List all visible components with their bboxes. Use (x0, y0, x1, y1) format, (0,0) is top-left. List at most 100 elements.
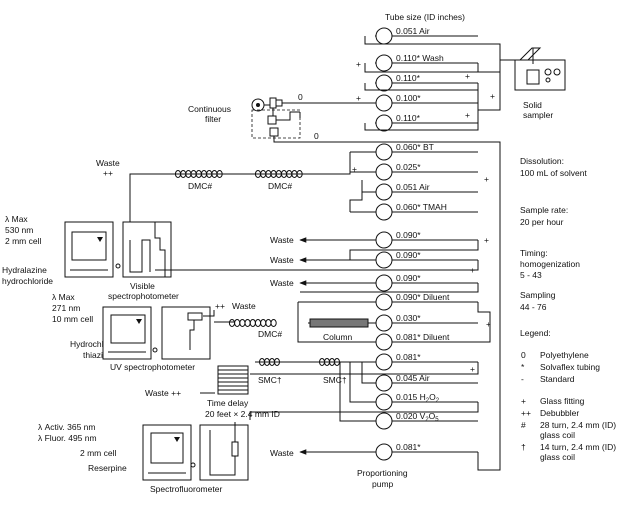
coil-turn (254, 319, 262, 327)
plus-mark: + (470, 364, 475, 374)
sampling-manifold (300, 36, 515, 131)
waste-fluor-label: Waste ++ (145, 388, 181, 398)
legend-symbol: ++ (521, 408, 531, 418)
coil-turn (239, 319, 246, 327)
tube-label: 0.081* (396, 442, 421, 452)
legend-text: glass coil (540, 452, 575, 462)
dmc-coil-2 (254, 170, 303, 178)
tube-label: 0.025* (396, 162, 421, 172)
tube-label: 0.051 Air (396, 182, 430, 192)
waste-1-label: Waste (270, 235, 294, 245)
dissolution-info: Dissolution:100 mL of solvent (520, 156, 587, 178)
smc-coil-2-label: SMC† (323, 375, 347, 385)
tube-label: 0.090* Diluent (396, 292, 450, 302)
tube-size-header: Tube size (ID inches) (385, 12, 465, 22)
legend-symbol: * (521, 362, 525, 372)
legend-symbol: † (521, 442, 526, 452)
legend-symbol: # (521, 420, 526, 430)
pump-tube-circle (375, 251, 393, 269)
plus-mark: + (352, 164, 357, 174)
sample-rate-info: Sample rate:20 per hour (520, 205, 568, 227)
waste-top-label: Waste (96, 158, 120, 168)
main-stream: Waste ++ DMC# DMC# (96, 151, 375, 240)
pump-tube-circle (375, 293, 393, 311)
legend-text: 28 turn, 2.4 mm (ID) (540, 420, 616, 430)
legend-symbol: + (521, 396, 526, 406)
pump-tube-circle (375, 353, 393, 371)
pump-tube-circle (375, 163, 393, 181)
plus-mark: + (356, 93, 361, 103)
tube-label: 0.100* (396, 93, 421, 103)
tube-label: 0.081* Diluent (396, 332, 450, 342)
debubbler-uv-symbol: ++ (215, 301, 225, 311)
tube-label: 0.020 V2O5 (396, 411, 439, 423)
tube-label: 0.060* TMAH (396, 202, 447, 212)
pump-tube-circle (375, 443, 393, 461)
pump-tube-circle (375, 94, 393, 112)
plus-mark: + (490, 91, 495, 101)
plus-mark: + (486, 319, 491, 329)
pump-tube-circle (375, 231, 393, 249)
dmc-coil-3 (228, 319, 277, 327)
waste-uv-label: Waste (232, 301, 256, 311)
info-column: Dissolution:100 mL of solvent Sample rat… (520, 156, 616, 462)
tube-label: 0.110* (396, 73, 421, 83)
pump-tube-circle (375, 274, 393, 292)
pump-tube-circle (375, 183, 393, 201)
tube-label: 0.090* (396, 250, 421, 260)
uv-spectro-label: UV spectrophotometer (110, 362, 195, 372)
waste-2-label: Waste (270, 255, 294, 265)
plus-mark: + (484, 174, 489, 184)
pump-tube-circle (375, 203, 393, 221)
tube-code-zero-1: 0 (298, 92, 303, 102)
legend-text: Glass fitting (540, 396, 585, 406)
column (309, 318, 369, 328)
dmc-coil-1-label: DMC# (188, 181, 212, 191)
reserpine-drug: Reserpine (88, 463, 127, 473)
dmc-coil-3-label: DMC# (258, 329, 282, 339)
legend-text: 14 turn, 2.4 mm (ID) (540, 442, 616, 452)
glass-fittings: + + + + + + + + + + + (352, 59, 495, 374)
pump-tube-circle (375, 54, 393, 72)
tube-label: 0.045 Air (396, 373, 430, 383)
dmc-coil-1 (174, 170, 223, 178)
coil-turn (270, 319, 277, 327)
tube-label: 0.051 Air (396, 26, 430, 36)
legend-symbol: - (521, 374, 524, 384)
plus-mark: + (465, 110, 470, 120)
pump-tube-circle (375, 74, 393, 92)
tube-label: 0.060* BT (396, 142, 434, 152)
coil-turn (260, 319, 267, 327)
legend-text: glass coil (540, 430, 575, 440)
tube-code-zero-2: 0 (314, 131, 319, 141)
plus-mark: + (465, 71, 470, 81)
tube-label: 0.030* (396, 313, 421, 323)
pump-tube-circle (375, 412, 393, 430)
smc-coil-1-label: SMC† (258, 375, 282, 385)
time-delay-coil (217, 365, 249, 395)
waste-3-label: Waste (270, 278, 294, 288)
coil-turn (265, 319, 272, 327)
dmc-coil-2-label: DMC# (268, 181, 292, 191)
tube-label: 0.015 H2O2 (396, 392, 440, 404)
pump-tube-circle (375, 143, 393, 161)
legend-symbol: 0 (521, 350, 526, 360)
tube-label: 0.110* Wash (396, 53, 444, 63)
legend-title: Legend: (520, 328, 551, 338)
